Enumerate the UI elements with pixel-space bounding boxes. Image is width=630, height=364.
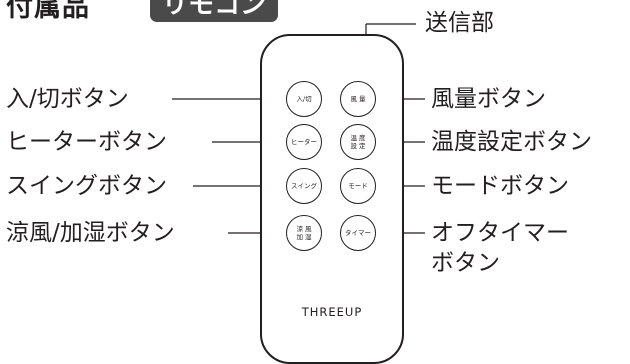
label-heater-button: ヒーターボタン bbox=[6, 129, 167, 155]
label-off-timer-button: オフタイマー ボタン bbox=[431, 220, 569, 276]
power-button[interactable]: 入/切 bbox=[286, 81, 322, 117]
brand-label: THREEUP bbox=[301, 305, 363, 319]
cool-humidify-button[interactable]: 涼 風 加 湿 bbox=[286, 215, 322, 251]
section-badge: リモコン bbox=[150, 0, 279, 22]
heater-button[interactable]: ヒーター bbox=[286, 124, 322, 160]
off-timer-button[interactable]: タイマー bbox=[340, 215, 376, 251]
label-transmitter: 送信部 bbox=[425, 10, 494, 36]
label-cool-humidify-button: 涼風/加湿ボタン bbox=[6, 220, 175, 246]
label-mode-button: モードボタン bbox=[431, 173, 569, 199]
label-power-button: 入/切ボタン bbox=[6, 86, 129, 112]
swing-button[interactable]: スイング bbox=[286, 168, 322, 204]
temperature-setting-button[interactable]: 温 度 設 定 bbox=[340, 124, 376, 160]
label-temperature-button: 温度設定ボタン bbox=[431, 129, 592, 155]
remote-control-body bbox=[260, 34, 404, 364]
mode-button[interactable]: モード bbox=[340, 168, 376, 204]
fan-speed-button[interactable]: 風 量 bbox=[340, 81, 376, 117]
label-fan-speed-button: 風量ボタン bbox=[431, 86, 546, 112]
label-swing-button: スイングボタン bbox=[6, 173, 167, 199]
page-title: 付属品 bbox=[6, 0, 90, 23]
